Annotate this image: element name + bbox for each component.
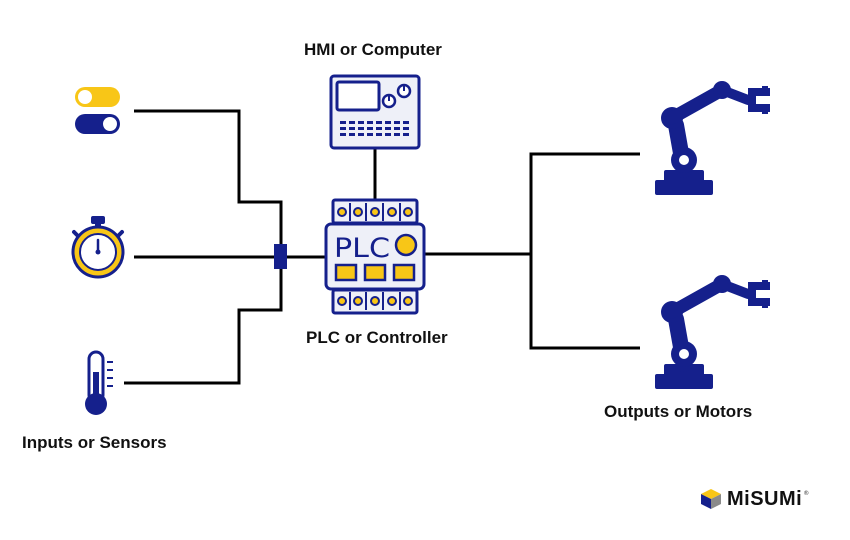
stopwatch-icon	[71, 216, 125, 279]
robot-arm-icon	[655, 81, 770, 195]
plc-label: PLC or Controller	[306, 328, 448, 347]
misumi-logo-icon	[701, 489, 721, 509]
thermometer-connector	[124, 268, 283, 385]
junction-connector	[274, 244, 287, 269]
inputs-label: Inputs or Sensors	[22, 433, 167, 452]
plc-label-text: PLC	[334, 233, 390, 264]
registered-mark: ®	[803, 490, 810, 497]
hmi-panel-icon	[329, 74, 421, 150]
thermometer-icon	[85, 350, 113, 415]
output-bus	[529, 152, 640, 350]
toggle-switch-icon	[75, 87, 120, 134]
misumi-logo-text: MiSUMi	[727, 487, 803, 510]
plc-unit-icon: PLC	[324, 198, 426, 315]
outputs-label: Outputs or Motors	[604, 402, 753, 421]
robot-arm-icon	[655, 275, 770, 389]
toggle-connector	[134, 109, 283, 246]
connection-lines	[124, 109, 640, 385]
hmi-label: HMI or Computer	[304, 40, 442, 59]
misumi-logo: MiSUMi ®	[700, 486, 809, 512]
